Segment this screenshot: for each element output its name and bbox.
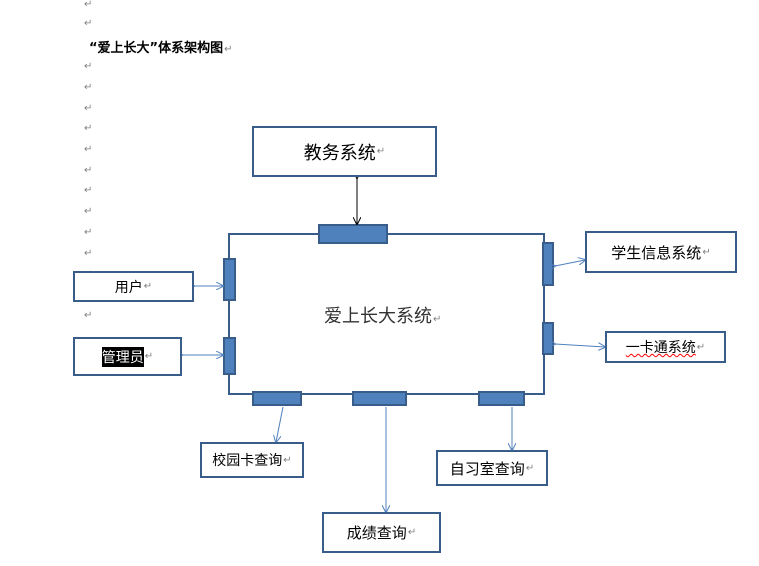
arrow-student <box>555 260 585 266</box>
arrow-card <box>555 344 605 347</box>
paragraph-mark: ↵ <box>84 0 93 10</box>
paragraph-mark: ↵ <box>84 248 93 259</box>
paragraph-mark: ↵ <box>84 82 93 93</box>
paragraph-mark: ↵ <box>84 144 93 155</box>
paragraph-mark: ↵ <box>84 165 93 176</box>
box-campus-card-system: 一卡通系统↵ <box>605 331 726 363</box>
box-academic-affairs: 教务系统↵ <box>252 126 437 177</box>
paragraph-mark: ↵ <box>84 310 93 321</box>
paragraph-mark: ↵ <box>84 185 93 196</box>
port-bottom-campus-card <box>252 391 302 406</box>
port-left-admin <box>223 337 236 375</box>
paragraph-mark: ↵ <box>84 206 93 217</box>
box-campus-card-query: 校园卡查询↵ <box>200 442 304 478</box>
box-study-room-query: 自习室查询↵ <box>436 450 548 486</box>
port-left-user <box>223 258 236 301</box>
document-title: “爱上长大”体系架构图↵ <box>89 41 233 56</box>
box-admin: 管理员↵ <box>73 337 182 376</box>
main-system-label: 爱上长大系统↵ <box>324 306 442 327</box>
port-bottom-study-room <box>478 391 525 406</box>
paragraph-mark: ↵ <box>84 18 93 29</box>
paragraph-mark: ↵ <box>84 103 93 114</box>
box-student-info: 学生信息系统↵ <box>585 231 737 273</box>
box-user: 用户↵ <box>73 271 194 302</box>
arrow-campus-card <box>276 406 284 442</box>
port-top <box>318 224 388 244</box>
paragraph-mark: ↵ <box>84 61 93 72</box>
port-bottom-grades <box>352 391 407 406</box>
box-grades-query: 成绩查询↵ <box>322 512 441 553</box>
paragraph-mark: ↵ <box>84 123 93 134</box>
paragraph-mark: ↵ <box>84 227 93 238</box>
